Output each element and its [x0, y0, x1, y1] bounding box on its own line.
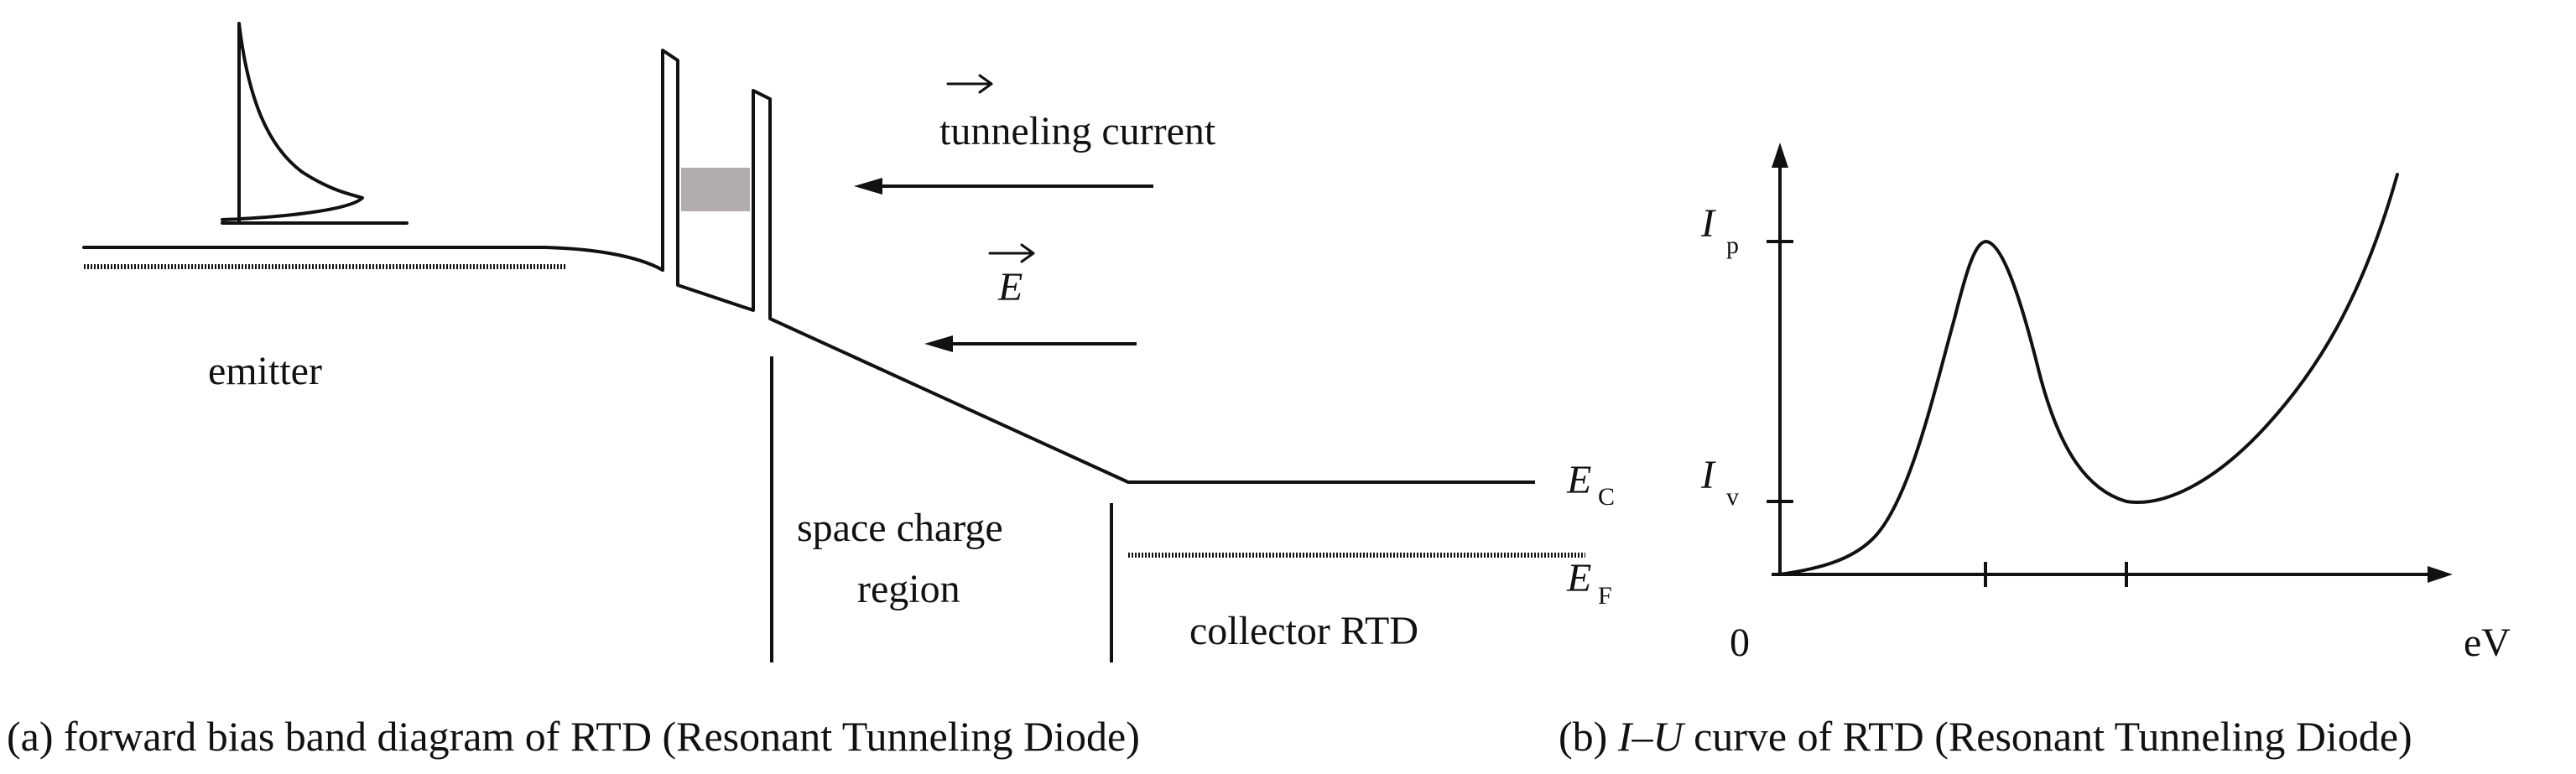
space-charge-label-line2: region — [857, 567, 960, 611]
panel-b-caption-prefix: (b) — [1559, 713, 1618, 760]
peak-current-label: I — [1700, 201, 1716, 246]
panel-b-caption-dash: – — [1631, 713, 1653, 760]
panel-a-caption: (a) forward bias band diagram of RTD (Re… — [7, 713, 1140, 760]
valley-current-subscript: v — [1726, 483, 1739, 511]
valley-current-label: I — [1700, 453, 1716, 497]
x-axis-arrowhead — [2428, 566, 2453, 583]
emitter-label: emitter — [208, 349, 322, 393]
fermi-level-subscript: F — [1598, 582, 1612, 610]
emitter-conduction-band — [82, 246, 664, 272]
double-barrier — [661, 49, 1130, 484]
field-vector-overline — [988, 243, 1035, 263]
conduction-band-label: E — [1566, 458, 1591, 502]
panel-b-caption-u: U — [1652, 713, 1685, 760]
electric-field-label: E — [997, 265, 1023, 309]
collector-label: collector RTD — [1189, 609, 1418, 653]
iu-curve-panel: I p I v 0 eV (b) I–U curve of RTD (Reson… — [1559, 143, 2511, 760]
tunneling-current-label: tunneling current — [939, 109, 1216, 153]
iu-characteristic-curve — [1778, 173, 2399, 576]
tunneling-current-arrowhead — [854, 178, 882, 195]
quantum-well-state — [681, 168, 750, 211]
fermi-level-label: E — [1566, 556, 1591, 600]
panel-b-caption-suffix: curve of RTD (Resonant Tunneling Diode) — [1684, 713, 2412, 760]
electric-field-arrowhead — [924, 335, 953, 352]
origin-label: 0 — [1730, 621, 1750, 665]
panel-b-caption: (b) I–U curve of RTD (Resonant Tunneling… — [1559, 713, 2412, 760]
panel-b-caption-i: I — [1617, 713, 1634, 760]
x-axis-label: eV — [2464, 621, 2511, 665]
peak-current-subscript: p — [1726, 231, 1739, 259]
conduction-band-subscript: C — [1598, 483, 1615, 511]
band-diagram-panel: tunneling current E emitter space charge… — [7, 22, 1615, 760]
tunneling-vector-overline — [946, 74, 993, 94]
y-axis-arrowhead — [1772, 143, 1788, 168]
space-charge-label-line1: space charge — [797, 506, 1003, 550]
electron-distribution-curve — [221, 22, 409, 225]
